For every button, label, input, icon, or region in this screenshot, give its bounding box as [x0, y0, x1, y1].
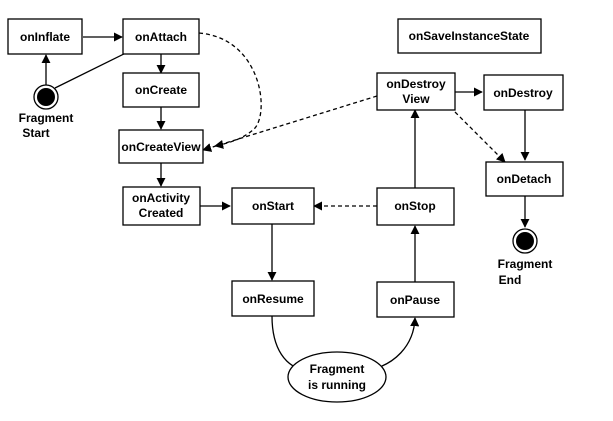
running-label-line1: Fragment — [310, 362, 365, 376]
node-oncreate: onCreate — [122, 72, 200, 108]
ondestroy-label: onDestroy — [493, 86, 553, 100]
start-label-line1: Fragment — [19, 111, 74, 125]
node-onstop: onStop — [376, 187, 455, 226]
node-ondestroyview: onDestroy View — [376, 72, 456, 111]
edge-onattach-to-oncreateview — [198, 32, 262, 149]
node-onpause: onPause — [376, 281, 455, 318]
edge-ondestroyview-to-oncreateview — [202, 95, 378, 152]
onresume-label: onResume — [242, 292, 304, 306]
node-onstart: onStart — [231, 187, 315, 225]
onsaveinstancestate-label: onSaveInstanceState — [409, 29, 530, 43]
end-label-line2: End — [499, 273, 522, 287]
edge-ondestroyview-to-ondetach — [454, 111, 506, 163]
onstop-label: onStop — [394, 199, 435, 213]
fragment-end-node: Fragment End — [498, 228, 553, 287]
oncreateview-label: onCreateView — [121, 140, 201, 154]
node-onsaveinstancestate: onSaveInstanceState — [397, 18, 542, 54]
ondestroyview-label-line2: View — [402, 92, 430, 106]
fragment-start-node: Fragment Start — [19, 84, 74, 140]
end-circle-inner — [516, 232, 534, 250]
end-label-line1: Fragment — [498, 257, 553, 271]
node-oninflate: onInflate — [7, 18, 83, 55]
node-oncreateview: onCreateView — [118, 129, 204, 164]
onactivitycreated-label-line2: Created — [139, 206, 184, 220]
start-label-line2: Start — [22, 126, 49, 140]
start-circle-inner — [37, 88, 55, 106]
ondestroyview-label-line1: onDestroy — [386, 77, 446, 91]
node-onactivitycreated: onActivity Created — [122, 186, 201, 226]
onactivitycreated-label-line1: onActivity — [132, 191, 190, 205]
node-onattach: onAttach — [122, 18, 200, 55]
oninflate-label: onInflate — [20, 30, 70, 44]
onstart-label: onStart — [252, 199, 294, 213]
onattach-label: onAttach — [135, 30, 187, 44]
node-ondestroy: onDestroy — [483, 74, 564, 111]
onpause-label: onPause — [390, 293, 440, 307]
running-ellipse — [287, 351, 387, 403]
oncreate-label: onCreate — [135, 83, 187, 97]
node-onresume: onResume — [231, 280, 315, 317]
ondetach-label: onDetach — [497, 172, 552, 186]
running-label-line2: is running — [308, 378, 366, 392]
node-ondetach: onDetach — [485, 161, 564, 197]
fragment-running-node: Fragment is running — [287, 351, 387, 403]
